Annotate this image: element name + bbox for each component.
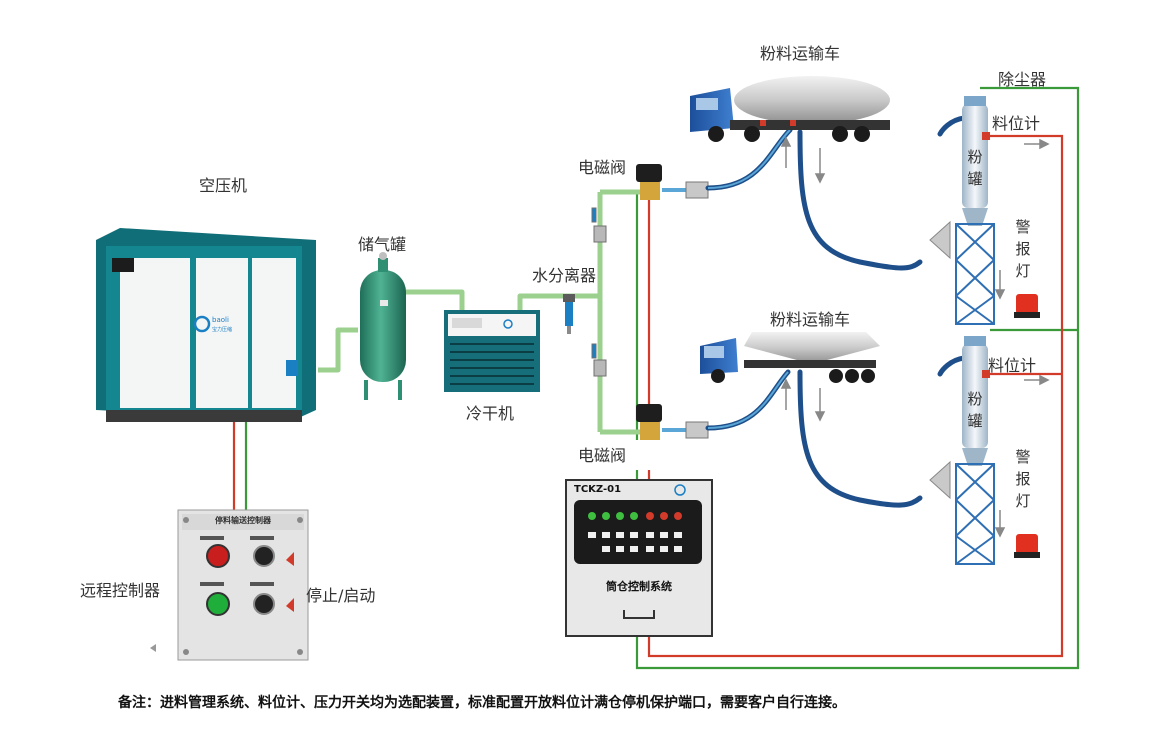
- label-silo-top: 粉罐: [967, 148, 983, 188]
- pipe-tank-dryer: [402, 289, 465, 310]
- flow-arrows: [780, 136, 1050, 538]
- label-alarm-bottom: 警报灯: [1015, 448, 1031, 510]
- label-stop-start: 停止/启动: [306, 586, 376, 605]
- pipe-dryer-separator: [517, 293, 600, 310]
- blue-air-pipes: [662, 188, 690, 432]
- label-dryer: 冷干机: [466, 404, 515, 423]
- tank-gauge-icon: [379, 252, 387, 260]
- hose-top-powder: [797, 129, 923, 271]
- label-air-compressor: 空压机: [199, 176, 248, 195]
- control-switches[interactable]: [588, 532, 682, 552]
- control-box-model: TCKZ-01: [574, 484, 622, 495]
- remote-controller[interactable]: [177, 509, 309, 661]
- footnote: 备注：进料管理系统、料位计、压力开关均为选配装置，标准配置开放料位计满仓停机保护…: [118, 695, 846, 711]
- air-tank[interactable]: [360, 252, 406, 400]
- selector-knob-bottom-icon[interactable]: [253, 593, 275, 615]
- solenoid-valve-top[interactable]: [636, 164, 709, 200]
- hose-inner-light: [707, 129, 791, 429]
- indicator-lights: [588, 512, 682, 520]
- alarm-lamp-bottom: [1014, 534, 1040, 558]
- label-truck-top: 粉料运输车: [760, 44, 841, 63]
- label-remote-controller: 远程控制器: [80, 581, 161, 600]
- start-button-icon[interactable]: [206, 592, 230, 616]
- label-level-meter-bottom: 料位计: [988, 356, 1037, 375]
- hose-top-silo: [937, 115, 967, 137]
- silo-top[interactable]: [929, 96, 995, 325]
- dust-collector-top: [964, 96, 986, 106]
- control-box-name: 筒仓控制系统: [606, 580, 672, 593]
- compressor-display: [112, 258, 134, 272]
- alarm-lamp-top: [1014, 294, 1040, 318]
- control-box-logo-icon: [674, 484, 686, 496]
- air-compressor[interactable]: baoli 宝力压缩: [96, 228, 316, 422]
- remote-panel-title: 停料输送控制器: [215, 516, 271, 525]
- label-water-separator: 水分离器: [532, 266, 597, 285]
- svg-text:baoli: baoli: [212, 316, 229, 324]
- selector-knob-top-icon[interactable]: [253, 545, 275, 567]
- label-level-meter-top: 料位计: [992, 114, 1041, 133]
- label-truck-bottom: 粉料运输车: [770, 310, 851, 329]
- compressor-badge-icon: [286, 360, 298, 376]
- dryer-logo-icon: [503, 319, 513, 329]
- label-dust-collector: 除尘器: [998, 70, 1047, 89]
- powder-truck-bottom[interactable]: [700, 332, 880, 383]
- label-silo-bottom: 粉罐: [967, 390, 983, 430]
- label-alarm-top: 警报灯: [1015, 218, 1031, 280]
- label-air-tank: 储气罐: [358, 235, 407, 254]
- compressor-logo-icon: [193, 315, 211, 333]
- pointer-arrow-icon: [286, 552, 294, 566]
- label-solenoid-top: 电磁阀: [578, 158, 627, 177]
- level-meter-probes: [982, 132, 990, 378]
- silo-bottom[interactable]: [929, 336, 995, 565]
- control-box-handle[interactable]: [623, 610, 655, 619]
- powder-truck-top[interactable]: [690, 76, 890, 142]
- hose-bottom-powder: [797, 369, 923, 508]
- stop-button-icon[interactable]: [206, 544, 230, 568]
- pointer-arrow-icon-2: [286, 598, 294, 612]
- pipe-compressor-tank: [318, 327, 358, 373]
- manifold-fittings: [591, 207, 607, 377]
- small-left-arrow-icon: [150, 644, 156, 652]
- refrigerated-dryer[interactable]: [444, 310, 540, 392]
- hose-bottom-silo: [937, 355, 967, 377]
- silo-control-box[interactable]: [565, 479, 713, 637]
- solenoid-valve-bottom[interactable]: [636, 404, 709, 440]
- label-solenoid-bottom: 电磁阀: [578, 446, 627, 465]
- svg-text:宝力压缩: 宝力压缩: [212, 326, 232, 333]
- water-separator[interactable]: [563, 294, 575, 334]
